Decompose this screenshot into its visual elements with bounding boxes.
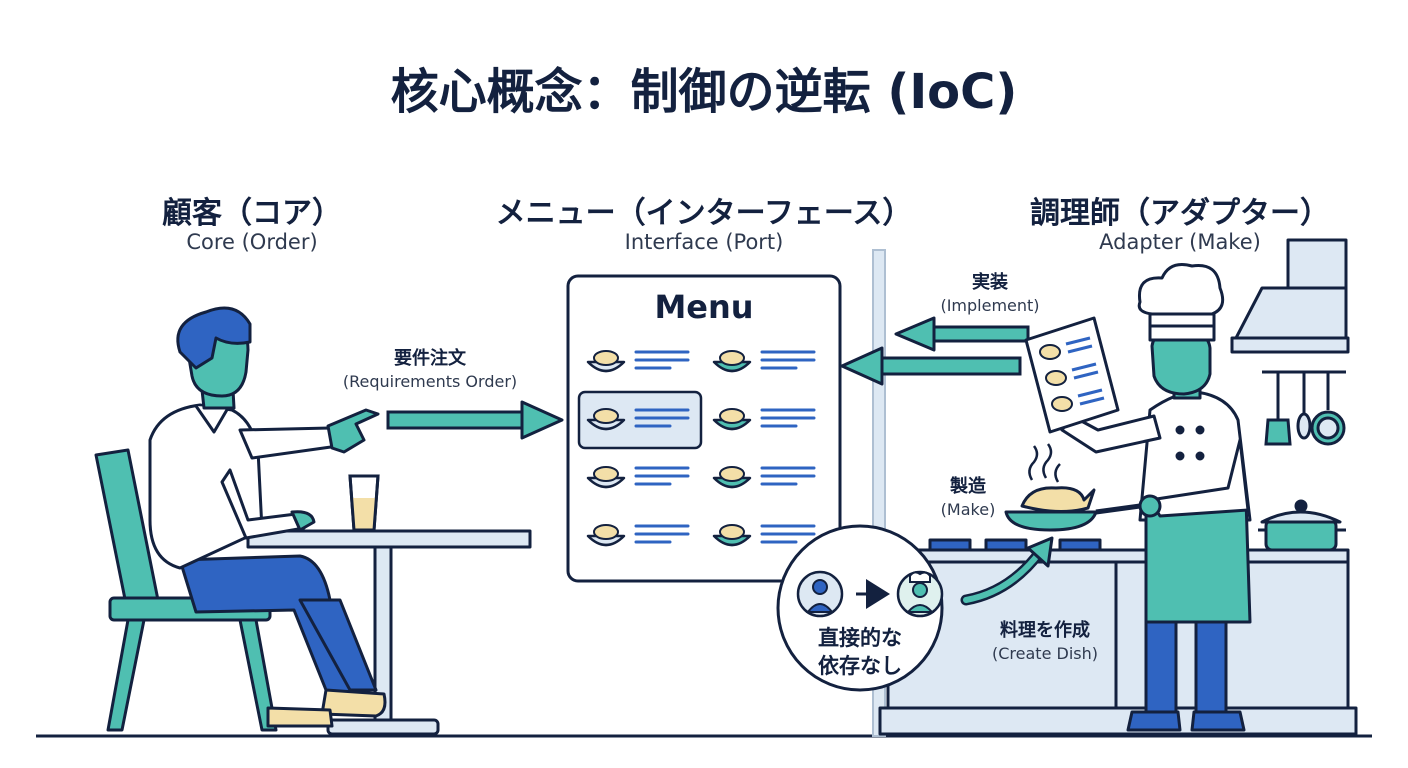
dish-icon [712, 534, 752, 547]
chair [94, 448, 278, 732]
food-icon [719, 408, 745, 424]
food-icon [593, 466, 619, 482]
customer-figure [148, 306, 387, 728]
chef-subtitle: Adapter (Make) [1099, 230, 1261, 254]
dish-icon [586, 476, 626, 489]
dish-sublabel: (Create Dish) [992, 644, 1098, 663]
dish-icon [586, 534, 626, 547]
customer-title: 顧客（コア） [162, 196, 342, 231]
drink-glass [348, 474, 380, 532]
order-arrow [386, 400, 564, 440]
utensil-rack [1262, 370, 1346, 446]
chef-title: 調理師（アダプター） [1030, 196, 1330, 231]
implement-arrows [840, 316, 1030, 386]
dish-icon [586, 360, 626, 373]
food-icon [719, 524, 745, 540]
menu-items [586, 350, 816, 547]
menu-subtitle: Interface (Port) [624, 230, 784, 254]
food-icon [593, 350, 619, 366]
stock-pot [1258, 499, 1346, 552]
menu-title: メニュー（インターフェース） [495, 196, 913, 231]
dish-icon [712, 418, 752, 431]
range-hood [1230, 238, 1350, 354]
dish-icon [712, 476, 752, 489]
page-title: 核心概念：制御の逆転 (IoC) [390, 64, 1018, 120]
customer-subtitle: Core (Order) [186, 230, 318, 254]
menu-highlight [577, 390, 703, 450]
food-icon [593, 524, 619, 540]
no-dependency-text: 直接的な 依存なし [790, 624, 930, 680]
order-arrow-sublabel: (Requirements Order) [342, 372, 518, 391]
food-icon [719, 350, 745, 366]
recipe-clipboard [1024, 316, 1120, 434]
counter [878, 538, 1358, 736]
table [246, 529, 532, 736]
dish-label: 料理を作成 [1000, 620, 1090, 641]
frying-pan [1004, 443, 1141, 532]
implement-label: 実装 [972, 272, 1008, 293]
make-sublabel: (Make) [940, 500, 996, 519]
chef-figure [1060, 263, 1252, 732]
food-icon [719, 466, 745, 482]
dish-icon [712, 360, 752, 373]
create-dish-arrow [960, 536, 1054, 606]
dish-icon [586, 418, 626, 431]
no-dependency-line1: 直接的な [818, 626, 902, 650]
order-arrow-label: 要件注文 [394, 348, 466, 369]
implement-sublabel: (Implement) [940, 296, 1040, 315]
no-dependency-badge [776, 524, 944, 692]
menu-board-title: Menu [654, 288, 754, 326]
make-label: 製造 [950, 476, 986, 497]
food-icon [593, 408, 619, 424]
no-dependency-line2: 依存なし [818, 654, 902, 678]
